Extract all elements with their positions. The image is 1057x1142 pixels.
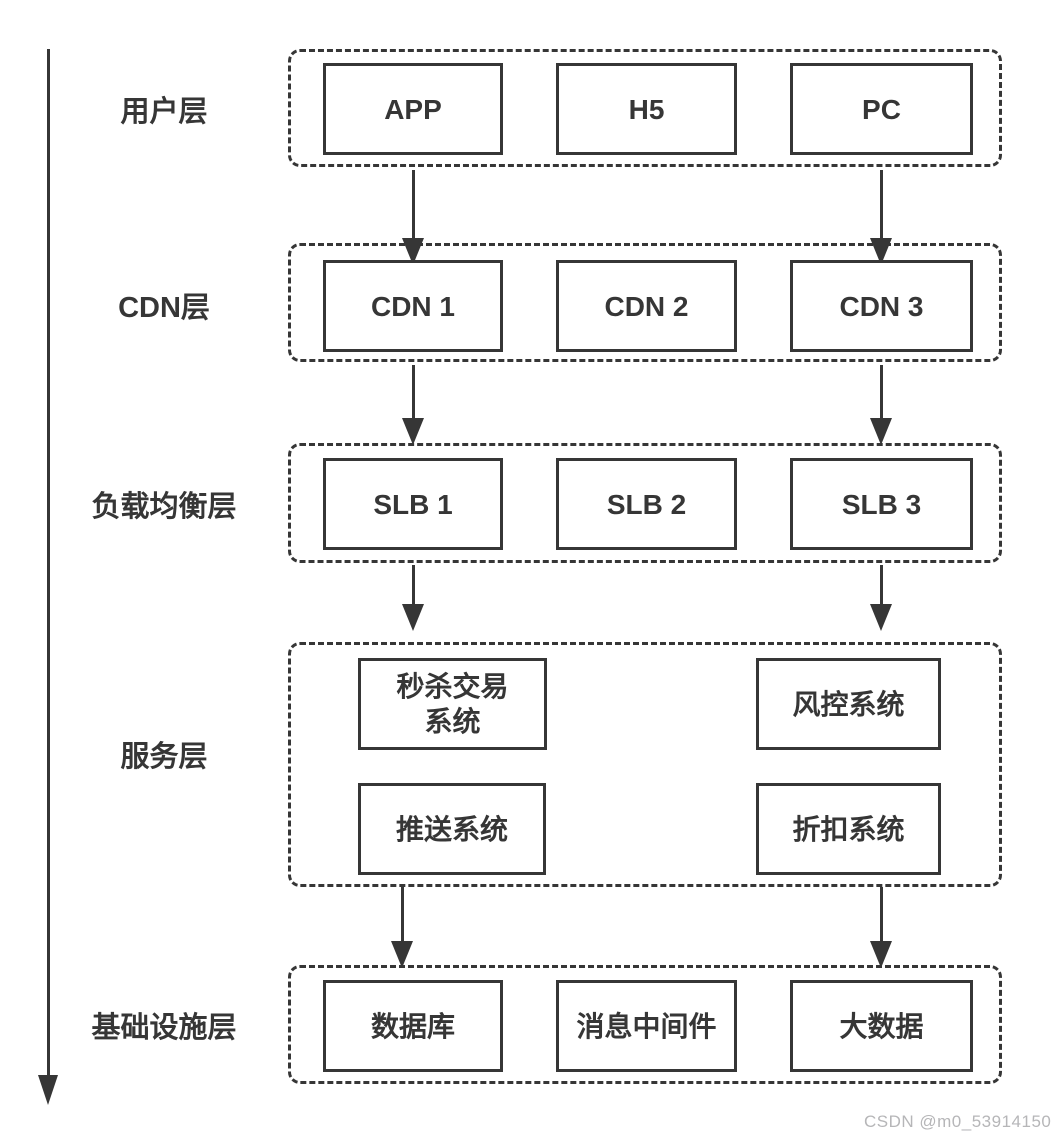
layer-container-user bbox=[288, 49, 1002, 167]
node-app: APP bbox=[323, 63, 503, 155]
node-slb-3: SLB 3 bbox=[790, 458, 973, 550]
node-big-data: 大数据 bbox=[790, 980, 973, 1072]
layer-label-cdn: CDN层 bbox=[118, 292, 210, 324]
layer-label-service: 服务层 bbox=[120, 741, 208, 773]
node-cdn-1: CDN 1 bbox=[323, 260, 503, 352]
down-arrow-icon bbox=[870, 365, 892, 445]
node-risk-control-system: 风控系统 bbox=[756, 658, 941, 750]
node-database: 数据库 bbox=[323, 980, 503, 1072]
down-arrow-icon bbox=[402, 565, 424, 631]
layer-label-user: 用户层 bbox=[120, 96, 208, 128]
node-message-middleware: 消息中间件 bbox=[556, 980, 737, 1072]
node-cdn-2: CDN 2 bbox=[556, 260, 737, 352]
node-slb-2: SLB 2 bbox=[556, 458, 737, 550]
down-arrow-icon bbox=[402, 365, 424, 445]
layer-container-cdn bbox=[288, 243, 1002, 362]
layer-container-infrastructure bbox=[288, 965, 1002, 1084]
down-arrow-icon bbox=[870, 887, 892, 968]
layer-label-infrastructure: 基础设施层 bbox=[91, 1012, 237, 1044]
down-arrow-icon bbox=[870, 565, 892, 631]
layer-container-service bbox=[288, 642, 1002, 887]
node-pc: PC bbox=[790, 63, 973, 155]
node-h5: H5 bbox=[556, 63, 737, 155]
flow-arrow-head-icon bbox=[38, 1075, 58, 1105]
node-slb-1: SLB 1 bbox=[323, 458, 503, 550]
down-arrow-icon bbox=[391, 887, 413, 968]
node-push-system: 推送系统 bbox=[358, 783, 546, 875]
watermark: CSDN @m0_53914150 bbox=[864, 1112, 1052, 1131]
flow-arrow-line bbox=[47, 49, 50, 1078]
node-seckill-trading-system: 秒杀交易 系统 bbox=[358, 658, 547, 750]
node-discount-system: 折扣系统 bbox=[756, 783, 941, 875]
node-cdn-3: CDN 3 bbox=[790, 260, 973, 352]
layer-label-load-balancer: 负载均衡层 bbox=[91, 491, 237, 523]
layer-container-load-balancer bbox=[288, 443, 1002, 563]
